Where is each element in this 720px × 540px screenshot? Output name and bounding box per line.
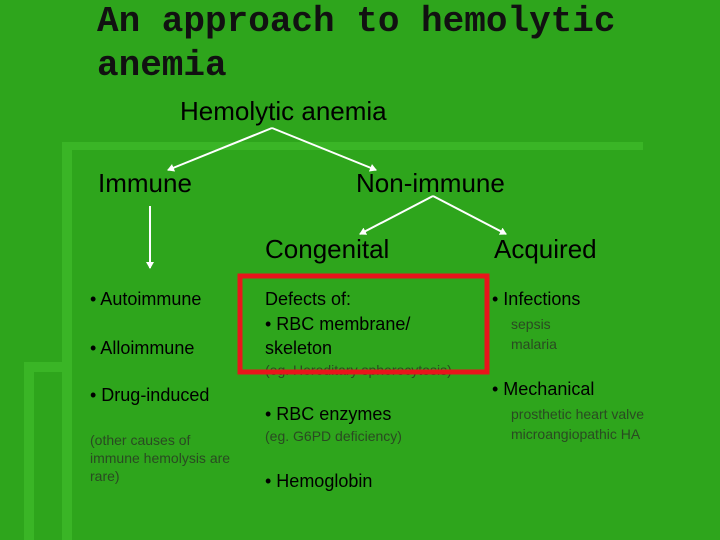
node-immune: Immune [98, 168, 192, 198]
acquired-mechanical-microangiopathic: microangiopathic HA [511, 426, 641, 442]
bg-stripe-horizontal [68, 142, 643, 150]
node-congenital: Congenital [265, 234, 390, 264]
immune-item-drug-induced: • Drug-induced [90, 385, 210, 405]
bg-stripe-vertical [62, 142, 72, 540]
immune-item-autoimmune: • Autoimmune [90, 289, 202, 309]
congenital-enzymes-example: (eg. G6PD deficiency) [265, 428, 402, 444]
root-node-hemolytic-anemia: Hemolytic anemia [180, 96, 387, 126]
acquired-mechanical-valve: prosthetic heart valve [511, 406, 645, 422]
immune-item-alloimmune: • Alloimmune [90, 338, 195, 358]
arrow-non-immune-to-acquired [432, 195, 507, 235]
acquired-item-infections: • Infections [492, 289, 581, 309]
bg-stripe-vertical-2 [24, 362, 34, 540]
slide-title-line2: anemia [97, 45, 227, 86]
slide-title-line1: An approach to hemolytic [97, 1, 616, 42]
node-non-immune: Non-immune [356, 168, 505, 198]
congenital-item-hemoglobin: • Hemoglobin [265, 471, 373, 491]
congenital-item-rbc-membrane-cont: skeleton [265, 338, 333, 358]
acquired-item-mechanical: • Mechanical [492, 379, 595, 399]
acquired-infection-sepsis: sepsis [511, 316, 551, 332]
bg-stripe-horizontal-2 [24, 362, 72, 372]
immune-note: (other causes of immune hemolysis are ra… [90, 432, 231, 484]
congenital-defects-heading: Defects of: [265, 289, 352, 309]
congenital-membrane-example: (eg. Hereditary spherocytosis) [265, 362, 452, 378]
acquired-infection-malaria: malaria [511, 336, 557, 352]
congenital-item-rbc-enzymes: • RBC enzymes [265, 404, 392, 424]
congenital-item-rbc-membrane: • RBC membrane/ [265, 314, 411, 334]
node-acquired: Acquired [494, 234, 597, 264]
arrow-non-immune-to-congenital [359, 195, 434, 235]
